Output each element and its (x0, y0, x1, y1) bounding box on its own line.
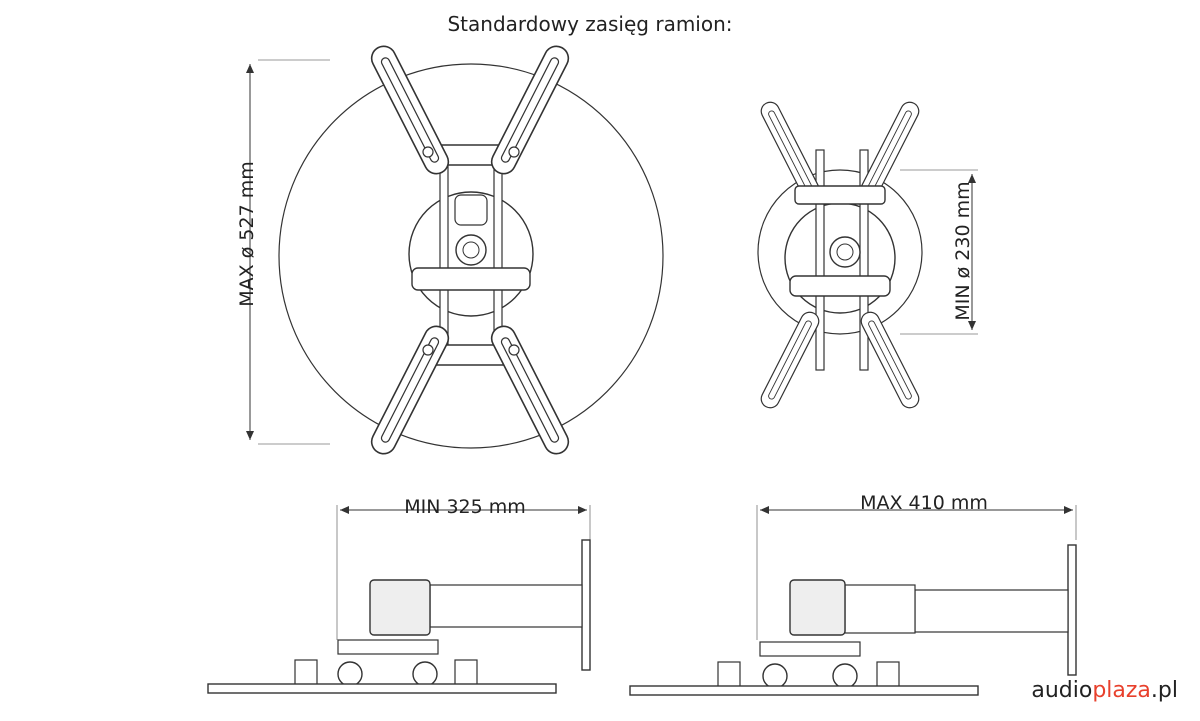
audioplaza-logo: audioplaza.pl (1031, 678, 1178, 703)
max-diameter-label: MAX ø 527 mm (236, 161, 258, 306)
diagram-title: Standardowy zasięg ramion: (447, 12, 733, 36)
min-depth-side-view (207, 505, 591, 694)
max-depth-label: MAX 410 mm (860, 492, 988, 514)
min-diameter-view (757, 98, 978, 412)
max-diameter-view (246, 41, 664, 459)
logo-part-plaza: plaza (1092, 678, 1151, 703)
min-diameter-label: MIN ø 230 mm (952, 181, 974, 320)
min-depth-label: MIN 325 mm (404, 496, 526, 518)
max-depth-side-view (629, 505, 1077, 696)
logo-part-domain: .pl (1150, 678, 1178, 703)
logo-part-audio: audio (1031, 678, 1093, 703)
